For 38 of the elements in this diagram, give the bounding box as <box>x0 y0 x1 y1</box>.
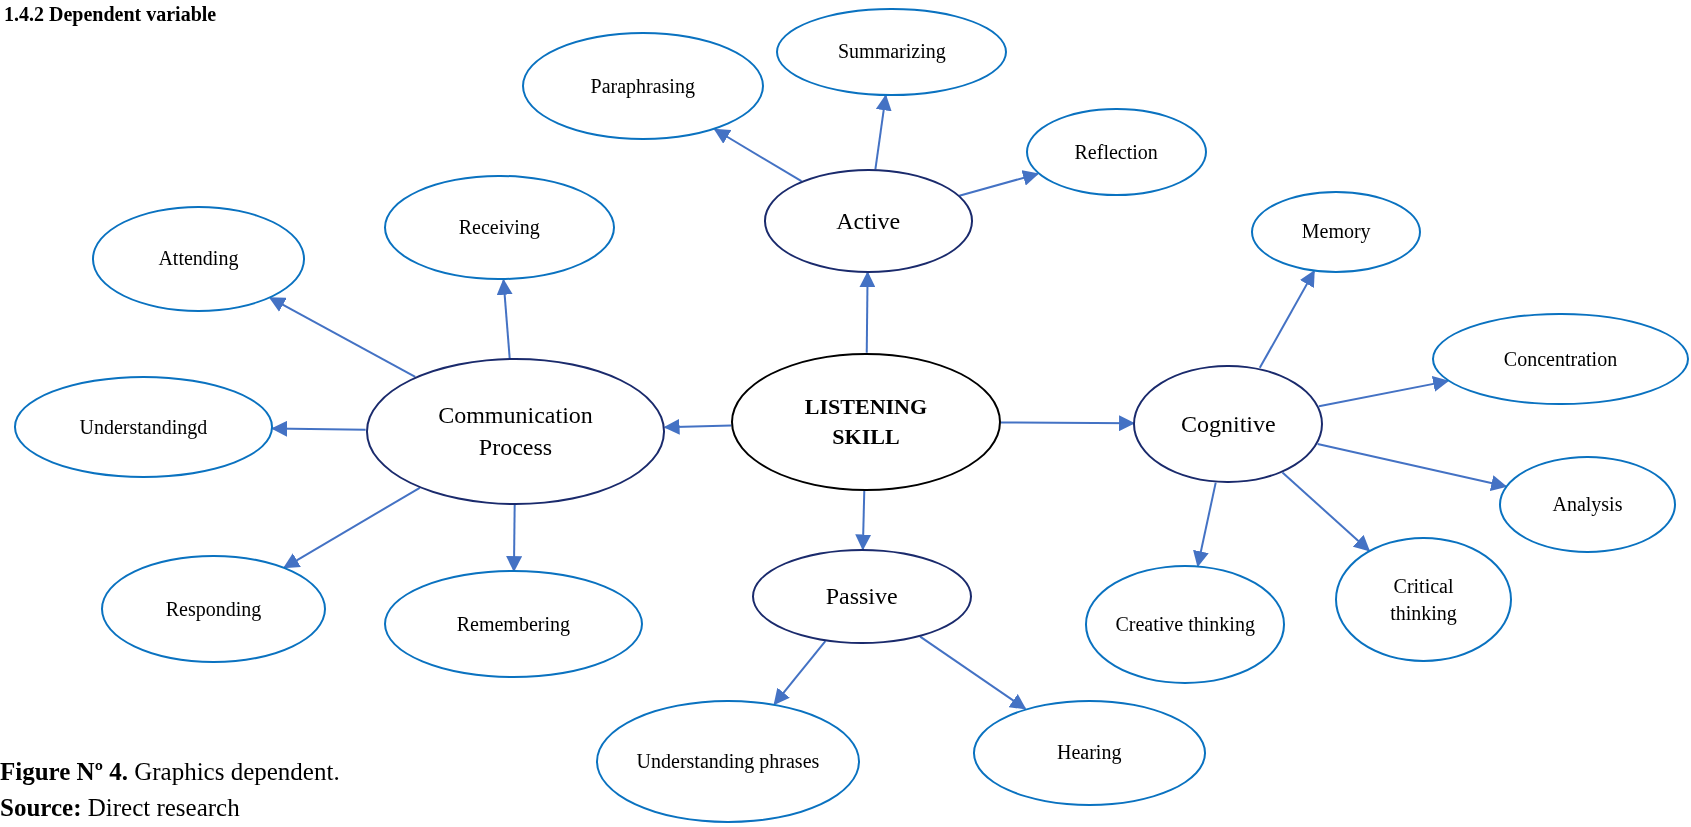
node-label: Creative thinking <box>1115 611 1255 638</box>
node-label: Critical thinking <box>1389 573 1458 627</box>
arrow <box>1281 471 1371 552</box>
source-note: Source: Direct research <box>0 794 240 822</box>
arrow <box>496 278 513 360</box>
arrow <box>663 418 733 435</box>
arrow <box>713 128 803 183</box>
arrow <box>271 420 367 437</box>
node-label: Reflection <box>1074 139 1158 165</box>
node-label: Concentration <box>1503 346 1618 372</box>
arrow <box>919 635 1027 710</box>
node-label: Paraphrasing <box>590 73 695 100</box>
node-label: Active <box>836 206 901 236</box>
node-label: Cognitive <box>1181 409 1276 439</box>
node-label: Passive <box>825 582 898 612</box>
node-label: Hearing <box>1057 740 1122 766</box>
figure-caption: Figure Nº 4. Graphics dependent. <box>0 758 340 786</box>
arrow <box>874 94 892 171</box>
node-label: Memory <box>1301 219 1371 245</box>
node-label: Attending <box>158 246 239 272</box>
arrow <box>958 170 1040 197</box>
node-label: Analysis <box>1552 492 1623 518</box>
node-label: Remembering <box>456 611 570 638</box>
arrow <box>268 296 417 378</box>
arrow <box>1258 270 1315 369</box>
arrow <box>1193 481 1217 568</box>
node-label: Understandingd <box>79 414 208 441</box>
arrow <box>855 489 872 551</box>
node-label: Responding <box>165 596 262 623</box>
node-label: Receiving <box>458 215 540 241</box>
arrow <box>283 486 421 569</box>
node-label: Summarizing <box>837 39 946 65</box>
node-label: Communication Process <box>437 400 594 463</box>
node-label: LISTENING SKILL <box>803 392 929 451</box>
heading: 1.4.2 Dependent variable <box>4 2 217 26</box>
arrow <box>506 503 523 573</box>
node-label: Understanding phrases <box>636 748 820 775</box>
arrow <box>859 271 876 354</box>
